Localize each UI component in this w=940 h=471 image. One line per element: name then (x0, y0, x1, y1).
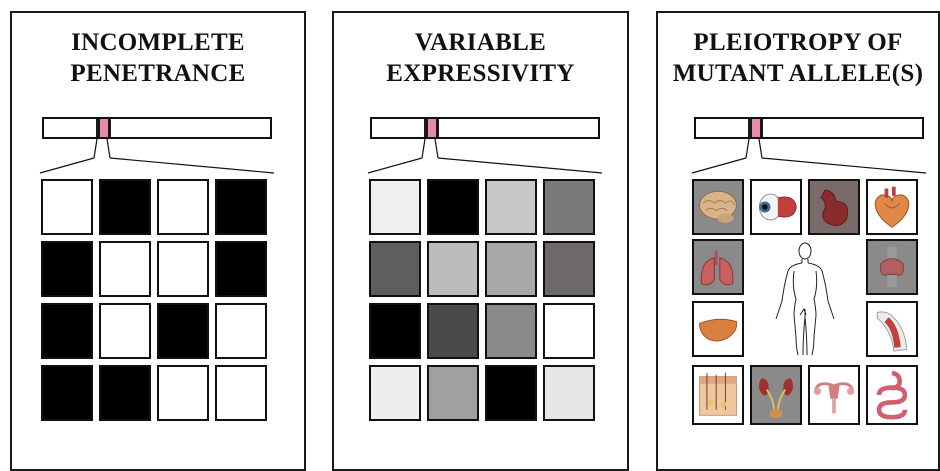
chromosome-band-pink (428, 119, 436, 137)
panel-pleiotropy: PLEIOTROPY OF MUTANT ALLELE(S) (656, 11, 940, 471)
reproductive-icon (808, 365, 860, 425)
phenotype-cell (157, 303, 209, 359)
skin-icon (692, 365, 744, 425)
phenotype-cell (427, 303, 479, 359)
chromosome-bar (42, 117, 272, 139)
phenotype-cell (41, 365, 93, 421)
chromosome-band-dark (108, 119, 111, 137)
chromosome-band-dark (760, 119, 763, 137)
chromosome-band-dark (424, 119, 428, 137)
chromosome-band-pink (752, 119, 760, 137)
phenotype-cell (543, 365, 595, 421)
zoom-lines (691, 138, 927, 174)
phenotype-cell (369, 303, 421, 359)
phenotype-cell (215, 241, 267, 297)
liver-icon (692, 301, 744, 357)
muscle-icon (866, 301, 918, 357)
phenotype-cell (41, 179, 93, 235)
intestine-icon (866, 365, 918, 425)
chromosome-band-pink (100, 119, 108, 137)
phenotype-cell (99, 365, 151, 421)
kidneys-icon (750, 365, 802, 425)
phenotype-cell (99, 241, 151, 297)
phenotype-cell (157, 179, 209, 235)
panel-title: PLEIOTROPY OF MUTANT ALLELE(S) (672, 29, 924, 87)
phenotype-cell (369, 241, 421, 297)
phenotype-cell (485, 303, 537, 359)
panel-variable-expressivity: VARIABLE EXPRESSIVITY (332, 11, 629, 471)
chromosome-bar (370, 117, 600, 139)
phenotype-cell (41, 303, 93, 359)
phenotype-cell (427, 179, 479, 235)
phenotype-cell (157, 365, 209, 421)
phenotype-cell (99, 179, 151, 235)
chromosome-bar (694, 117, 924, 139)
phenotype-cell (41, 241, 93, 297)
phenotype-cell (485, 241, 537, 297)
chromosome-band-dark (436, 119, 439, 137)
phenotype-cell (543, 241, 595, 297)
panel-title: INCOMPLETE PENETRANCE (70, 29, 246, 87)
stomach-icon (808, 179, 860, 235)
phenotype-cell (215, 365, 267, 421)
phenotype-cell (157, 241, 209, 297)
heart-icon (866, 179, 918, 235)
phenotype-cell (427, 241, 479, 297)
chromosome-band-dark (96, 119, 100, 137)
lungs-icon (692, 239, 744, 295)
phenotype-cell (543, 303, 595, 359)
human-body-icon (775, 242, 835, 356)
thyroid-icon (866, 239, 918, 295)
phenotype-cell (369, 179, 421, 235)
zoom-lines (39, 138, 275, 174)
phenotype-cell (485, 179, 537, 235)
phenotype-cell (215, 303, 267, 359)
phenotype-cell (99, 303, 151, 359)
phenotype-cell (215, 179, 267, 235)
panel-title: VARIABLE EXPRESSIVITY (386, 29, 575, 87)
phenotype-cell (543, 179, 595, 235)
zoom-lines (367, 138, 603, 174)
chromosome-band-dark (748, 119, 752, 137)
phenotype-cell (427, 365, 479, 421)
phenotype-cell (485, 365, 537, 421)
phenotype-cell (369, 365, 421, 421)
eye-icon (750, 179, 802, 235)
panel-incomplete-penetrance: INCOMPLETE PENETRANCE (10, 11, 306, 471)
brain-icon (692, 179, 744, 235)
